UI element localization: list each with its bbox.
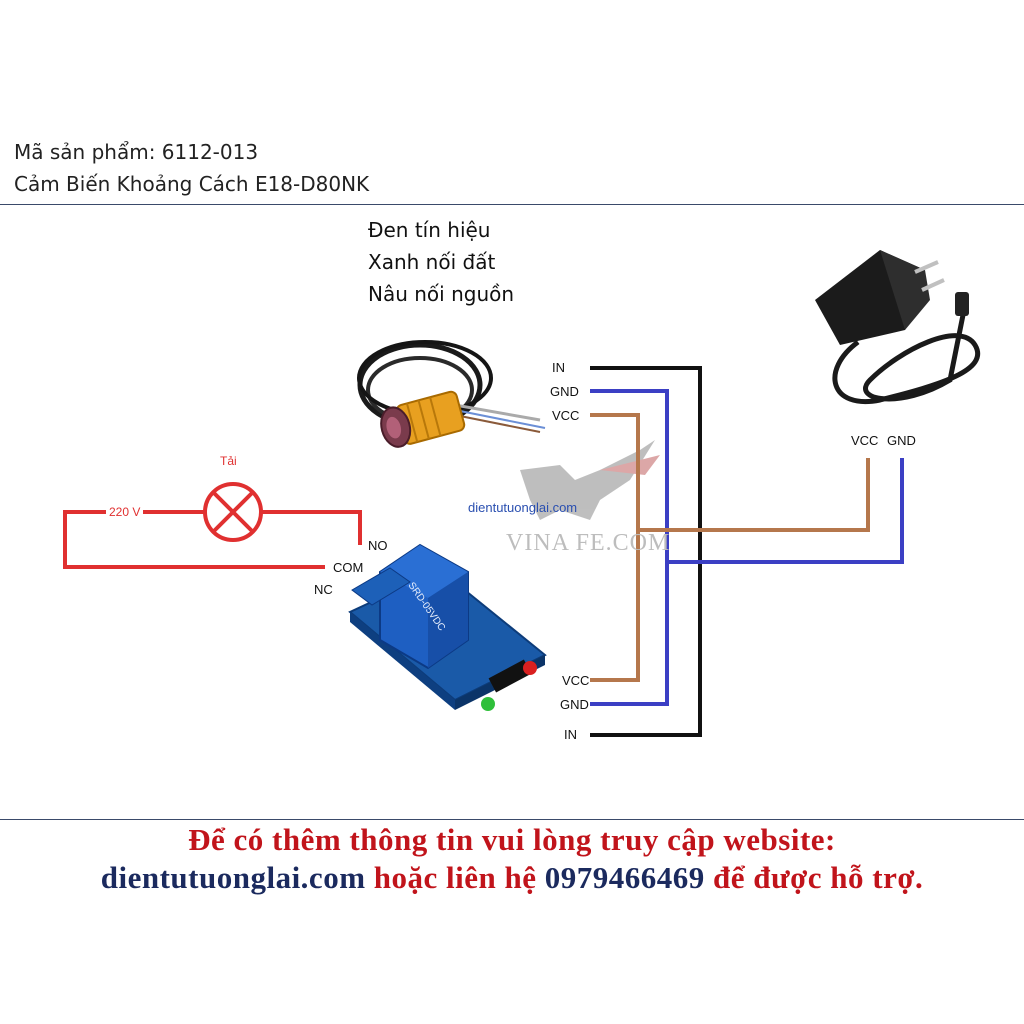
sensor-pin-gnd: GND <box>550 384 579 399</box>
relay-pin-vcc: VCC <box>562 673 590 688</box>
legend-brown-wire: Nâu nối nguồn <box>368 282 515 306</box>
sensor-wires <box>590 366 904 737</box>
lamp-icon <box>203 482 263 542</box>
adapter-pin-vcc: VCC <box>851 433 879 448</box>
power-adapter-image <box>815 250 980 404</box>
horse-logo <box>520 440 660 520</box>
sensor-pin-vcc: VCC <box>552 408 580 423</box>
relay-pin-gnd: GND <box>560 697 589 712</box>
legend-green-wire: Xanh nối đất <box>368 250 496 274</box>
product-code: Mã sản phẩm: 6112-013 <box>14 140 259 164</box>
relay-pin-in: IN <box>564 727 577 742</box>
relay-module-image: SRD-05VDC <box>348 543 547 711</box>
footer-line-1: Để có thêm thông tin vui lòng truy cập w… <box>188 822 836 857</box>
footer-website: dientutuonglai.com <box>100 860 366 895</box>
relay-nc-label: NC <box>314 582 333 597</box>
sensor-image <box>357 340 546 448</box>
relay-com-label: COM <box>333 560 364 575</box>
voltage-label: 220 V <box>106 505 144 519</box>
watermark-site: dientutuonglai.com <box>468 500 578 515</box>
watermark-brand: VINA FE.COM <box>506 530 671 556</box>
relay-no-label: NO <box>368 538 388 553</box>
header-divider <box>0 204 1024 205</box>
product-name: Cảm Biến Khoảng Cách E18-D80NK <box>14 172 370 196</box>
footer-line-2: dientutuonglai.com hoặc liên hệ 09794664… <box>0 860 1024 896</box>
adapter-pin-gnd: GND <box>887 433 916 448</box>
footer-phone: 0979466469 <box>544 860 705 895</box>
footer-support-text: để được hỗ trợ. <box>704 860 924 895</box>
sensor-pin-in: IN <box>552 360 565 375</box>
footer-contact-text: hoặc liên hệ <box>365 860 545 895</box>
legend-black-wire: Đen tín hiệu <box>368 218 491 242</box>
footer-divider <box>0 819 1024 820</box>
load-label: Tải <box>220 454 237 468</box>
